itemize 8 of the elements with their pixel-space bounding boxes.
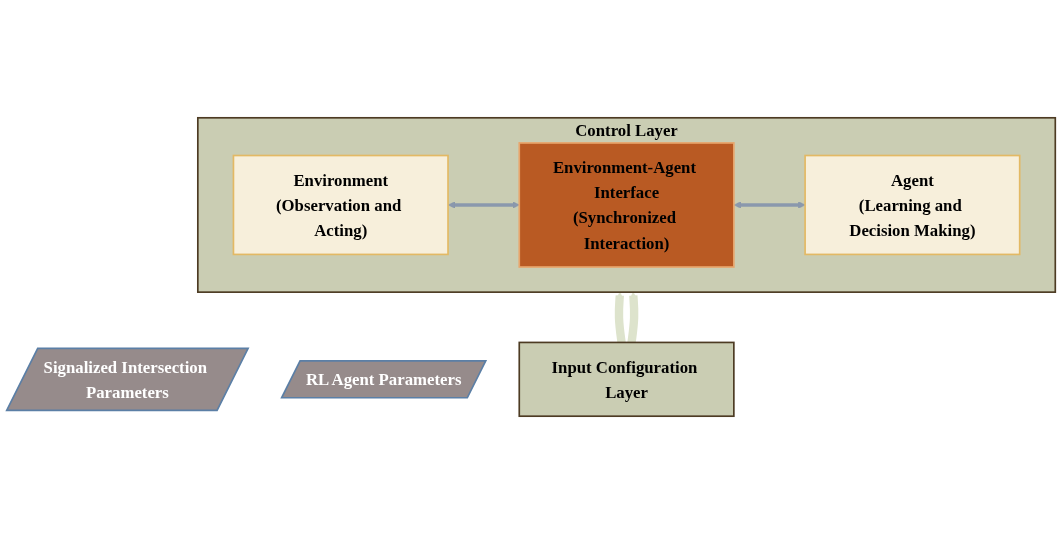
arrow: [448, 201, 520, 209]
arrow: [614, 291, 626, 343]
node-box: Environment-Agent Interface (Synchronized Interaction): [518, 142, 735, 268]
node-box: Input Configuration Layer: [518, 341, 735, 418]
node-box: Environment (Observation and Acting): [232, 154, 449, 256]
arrow: [627, 291, 639, 343]
arrow: [733, 201, 806, 209]
node-box: Agent (Learning and Decision Making): [804, 154, 1021, 256]
